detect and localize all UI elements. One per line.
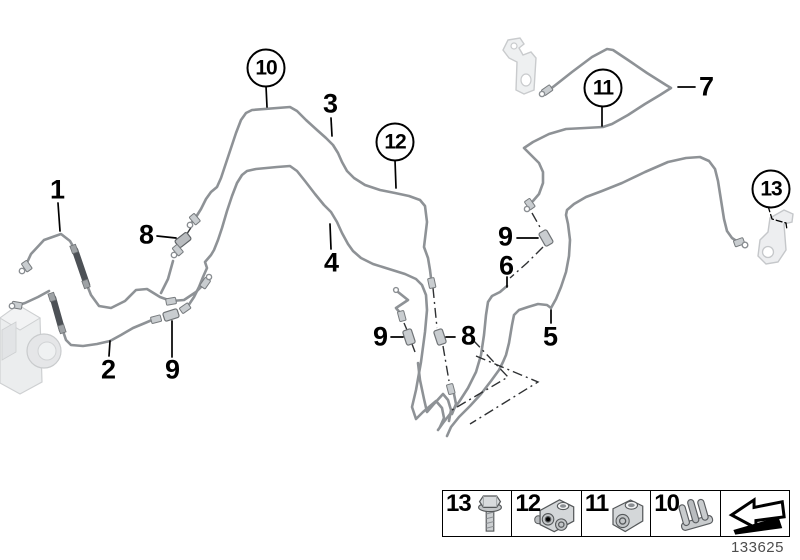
callout-circled-11[interactable]: 11 [583, 68, 623, 108]
pipe-clamp-icon [612, 498, 644, 532]
drawing-number: 133625 [730, 539, 784, 556]
dashline-9-right-lower [509, 246, 544, 279]
abs-unit-illustration [0, 304, 62, 395]
pipe-3 [190, 105, 433, 280]
legend-number-12: 12 [515, 490, 541, 517]
callout-7[interactable]: 7 [698, 71, 714, 102]
pipe-unions [8, 84, 749, 396]
hardware-legend: 13 12 [442, 490, 790, 537]
callout-circled-12[interactable]: 12 [375, 122, 415, 162]
legend-cell-10[interactable]: 10 [651, 490, 721, 536]
bolt-icon [478, 494, 503, 532]
legend-cell-12[interactable]: 12 [512, 490, 582, 536]
leader-circ12 [394, 159, 397, 189]
callout-4[interactable]: 4 [323, 247, 339, 278]
callout-9-middle[interactable]: 9 [372, 321, 388, 352]
legend-cell-13[interactable]: 13 [443, 490, 513, 536]
callout-circled-10[interactable]: 10 [246, 48, 286, 88]
legend-cell-11[interactable]: 11 [582, 490, 652, 536]
dashline-8-mid-lower [442, 345, 450, 382]
callout-9-right[interactable]: 9 [497, 221, 513, 252]
dashline-9-mid-upper [403, 322, 408, 331]
multi-groove-clip-icon [678, 498, 713, 531]
legend-cell-arrow[interactable] [721, 491, 789, 536]
pipe-9-stub [394, 290, 410, 316]
double-pipe-clamp-icon [534, 498, 575, 532]
direction-arrow-icon [728, 496, 786, 535]
leader-1 [57, 202, 61, 232]
dashline-8-mid-upper [432, 287, 438, 329]
leader-8a [156, 235, 177, 239]
pipe-4 [186, 164, 446, 429]
hose-2-braid [49, 294, 66, 334]
pipe-6 [436, 284, 509, 432]
cutoff-chevron-a [451, 339, 510, 411]
dashline-9-right-upper [531, 212, 542, 230]
callout-3[interactable]: 3 [322, 88, 338, 119]
callout-9-left[interactable]: 9 [164, 354, 180, 385]
cutoff-chevron-b [469, 355, 540, 425]
leader-circ10 [265, 85, 268, 108]
legend-number-11: 11 [584, 490, 609, 517]
hose-1-braid [71, 246, 91, 289]
callout-6[interactable]: 6 [498, 250, 514, 281]
leader-2 [108, 340, 111, 357]
leader-3 [330, 117, 333, 137]
pipe-1 [22, 232, 76, 271]
pipe-2-tail [61, 318, 154, 348]
bracket-13-illustration [757, 209, 794, 265]
callout-circled-13[interactable]: 13 [751, 169, 791, 209]
callout-5[interactable]: 5 [542, 321, 558, 352]
bracket-11-illustration [502, 37, 537, 95]
callout-8-left[interactable]: 8 [138, 219, 154, 250]
pipe-9-lower [416, 361, 453, 423]
pipe-8-left-stub [159, 259, 175, 295]
dashline-9-mid-lower [411, 343, 416, 353]
leader-4 [329, 223, 332, 250]
legend-number-10: 10 [654, 490, 680, 517]
callout-2[interactable]: 2 [100, 354, 116, 385]
callout-8-middle[interactable]: 8 [460, 320, 476, 351]
legend-number-13: 13 [446, 490, 472, 517]
pipe-5 [445, 155, 740, 438]
leader-circ13 [767, 205, 788, 231]
callout-1[interactable]: 1 [49, 174, 65, 205]
pipe-7 [522, 47, 673, 203]
